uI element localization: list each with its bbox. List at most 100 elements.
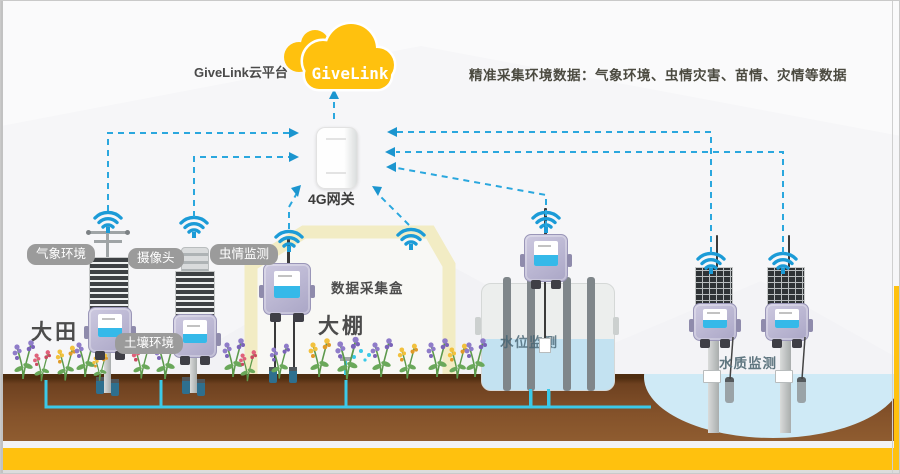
cloud-icon: GiveLink	[284, 21, 397, 92]
tank-strap	[527, 277, 535, 391]
frame-right	[892, 1, 893, 473]
frame-bottom	[1, 470, 899, 473]
connector	[179, 356, 190, 365]
sensor-screen	[183, 320, 207, 344]
sensor-screen	[703, 308, 727, 329]
flower-icon	[215, 333, 251, 377]
sensor-screen	[98, 313, 122, 338]
wifi-icon	[86, 204, 130, 234]
connector	[771, 339, 782, 348]
mast-sensor	[125, 230, 130, 235]
connector	[270, 313, 282, 322]
field-title: 大田	[31, 321, 79, 344]
side-knob	[761, 319, 766, 333]
side-knob	[736, 319, 741, 333]
cloud-label: GiveLink	[311, 64, 388, 83]
gateway-label: 4G网关	[308, 191, 355, 207]
flower-icon	[263, 339, 295, 379]
soil: 灌溉	[1, 374, 899, 441]
flower-icon	[457, 333, 493, 377]
connector	[792, 339, 803, 348]
badge-soil: 土壤环境	[115, 333, 184, 354]
water-tank: 水位监测	[475, 277, 619, 391]
sensor-box	[689, 303, 741, 348]
side-knob	[310, 285, 315, 298]
radiation-shield	[89, 257, 129, 311]
side-knob	[131, 326, 136, 340]
frame-left	[1, 1, 3, 473]
side-knob	[689, 319, 694, 333]
mast-arm	[94, 240, 122, 243]
side-knob	[567, 254, 572, 268]
mast-sensor	[86, 230, 91, 235]
flower-icon	[27, 346, 56, 381]
badge-weather: 气象环境	[27, 244, 96, 265]
solar-panel	[767, 267, 805, 307]
description-text: 精准采集环境数据：气象环境、虫情灾害、苗情、灾情等数据	[469, 68, 847, 83]
accent-bar-right	[894, 286, 899, 470]
wifi-icon	[389, 221, 433, 251]
soil-probe	[182, 377, 190, 394]
tank-strap	[503, 277, 511, 391]
radiation-shield	[175, 271, 215, 319]
connector	[115, 351, 126, 360]
sensor-screen	[274, 270, 300, 298]
wifi-icon	[172, 209, 216, 239]
connector	[699, 339, 710, 348]
side-knob	[808, 319, 813, 333]
gateway-detail	[325, 138, 346, 140]
connector	[94, 351, 105, 360]
side-knob	[259, 285, 264, 298]
gateway-detail	[325, 172, 346, 174]
sensor-box	[520, 234, 572, 289]
tank-strap	[587, 277, 595, 391]
sensor-wire	[544, 280, 546, 340]
irrigation-pipes	[44, 380, 651, 409]
level-float	[539, 338, 551, 353]
water-quality-label: 水质监测	[719, 356, 777, 371]
connector	[551, 280, 562, 289]
connector	[720, 339, 731, 348]
side-knob	[520, 254, 525, 268]
water-probe	[797, 377, 806, 403]
sensor-box	[761, 303, 813, 348]
station-pole	[708, 337, 719, 433]
side-knob	[216, 332, 221, 346]
badge-insect: 虫情监测	[210, 244, 279, 265]
soil-probe	[111, 379, 119, 396]
sensor-box	[84, 307, 136, 360]
connector	[292, 313, 304, 322]
connector	[200, 356, 211, 365]
pole-clamp	[703, 370, 721, 383]
gateway-device	[316, 127, 358, 189]
sensor-box	[259, 263, 315, 322]
station-pole	[780, 337, 791, 433]
station-pole	[104, 347, 111, 393]
antenna-icon	[788, 235, 790, 269]
station-pole	[190, 353, 197, 393]
tank-tab	[475, 317, 481, 335]
data-box-label: 数据采集盒	[331, 281, 404, 296]
connector	[530, 280, 541, 289]
side-knob	[84, 326, 89, 340]
greenhouse-title: 大棚	[318, 315, 366, 338]
water-probe	[725, 377, 734, 403]
wifi-icon	[689, 245, 733, 275]
tank-pipe	[547, 389, 550, 408]
tank-tab	[613, 317, 619, 335]
flower-icon	[5, 335, 41, 379]
pole-clamp	[775, 370, 793, 383]
soil-probe	[197, 379, 205, 396]
tank-strap	[563, 277, 571, 391]
badge-camera: 摄像头	[128, 248, 184, 269]
accent-bar-bottom	[1, 448, 899, 470]
platform-label: GiveLink云平台	[194, 65, 288, 80]
flower-icon	[49, 341, 81, 381]
sensor-screen	[775, 308, 799, 329]
flower-icon	[233, 346, 262, 381]
sensor-screen	[534, 240, 558, 266]
frame-gap	[1, 441, 899, 448]
tank-pipe	[529, 389, 532, 408]
wifi-icon	[761, 245, 805, 275]
